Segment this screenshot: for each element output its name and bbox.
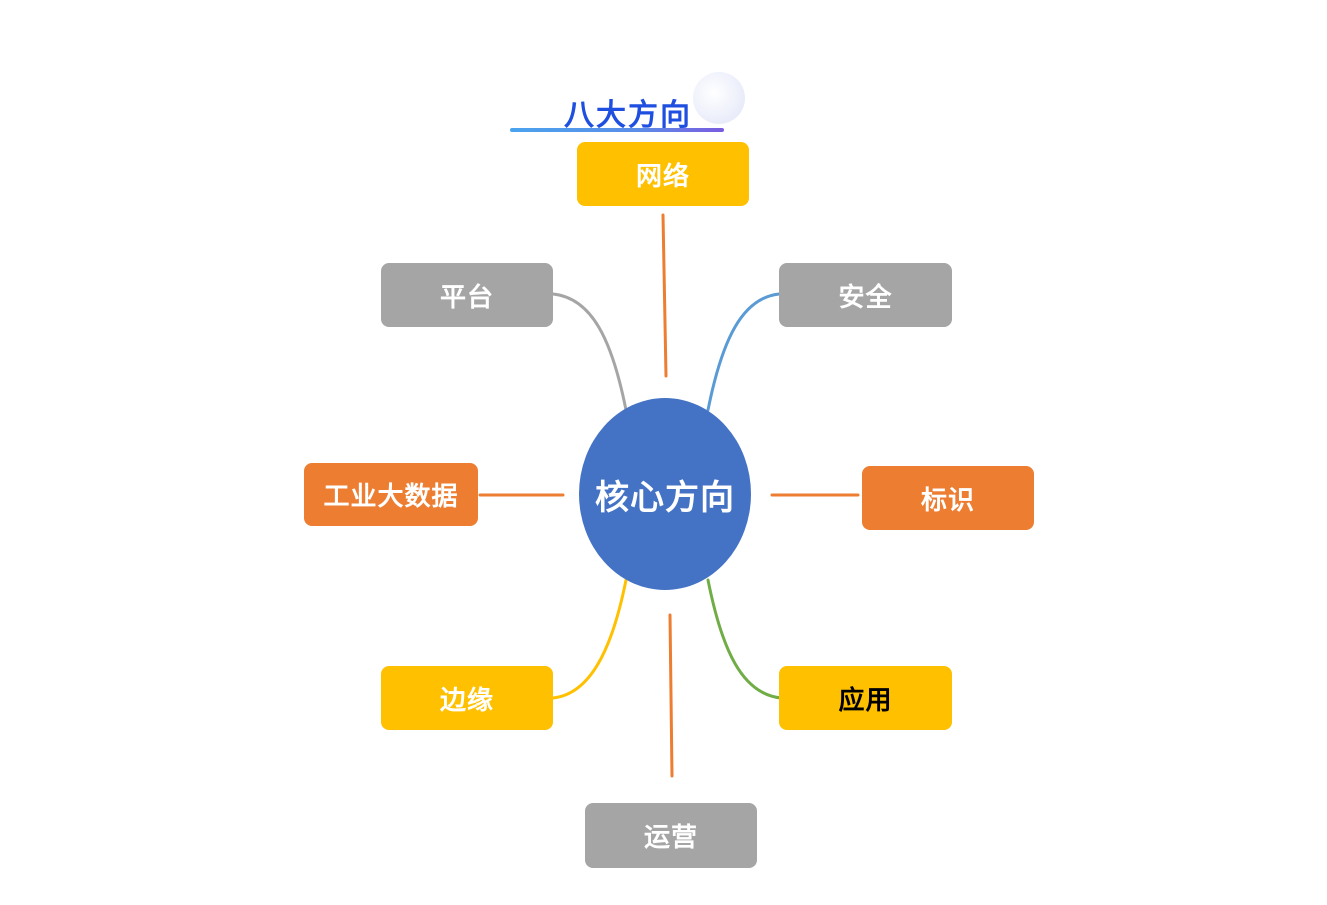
branch-node-identity: 标识: [862, 466, 1034, 530]
connector-platform: [551, 292, 628, 412]
core-node: 核心方向: [579, 398, 751, 590]
connector-network: [661, 213, 668, 378]
branch-node-bigdata: 工业大数据: [304, 463, 478, 526]
branch-node-network: 网络: [577, 142, 749, 206]
connector-security: [706, 292, 781, 412]
branch-node-security: 安全: [779, 263, 952, 327]
connector-operations: [668, 613, 674, 778]
title-underline: [510, 128, 724, 132]
title-decoration-circle: [693, 72, 745, 124]
branch-node-application: 应用: [779, 666, 952, 730]
connector-edge: [551, 578, 628, 700]
connector-application: [706, 578, 783, 700]
branch-node-platform: 平台: [381, 263, 553, 327]
diagram-title-block: 八大方向: [510, 72, 750, 136]
branch-node-operations: 运营: [585, 803, 757, 868]
diagram-title: 八大方向: [564, 98, 692, 133]
branch-node-edge: 边缘: [381, 666, 553, 730]
